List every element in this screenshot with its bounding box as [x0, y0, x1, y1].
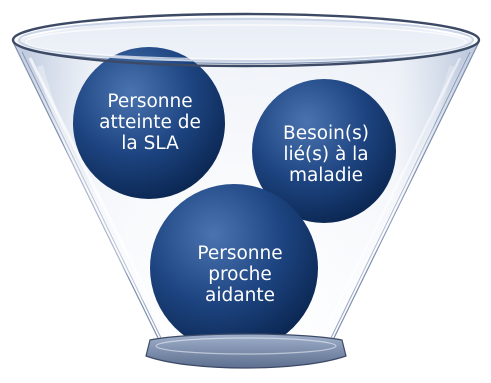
ball-label-need: Besoin(s) lié(s) à la maladie	[283, 122, 369, 186]
glass-base	[145, 333, 347, 369]
ball-carer	[150, 184, 318, 352]
glass-rim-inner	[18, 18, 474, 62]
ball-label-carer: Personne proche aidante	[197, 242, 283, 306]
ball-person	[73, 47, 225, 199]
ball-need	[252, 79, 396, 223]
glass-rim-outer	[11, 12, 481, 68]
ball-label-person: Personne atteinte de la SLA	[99, 90, 201, 154]
